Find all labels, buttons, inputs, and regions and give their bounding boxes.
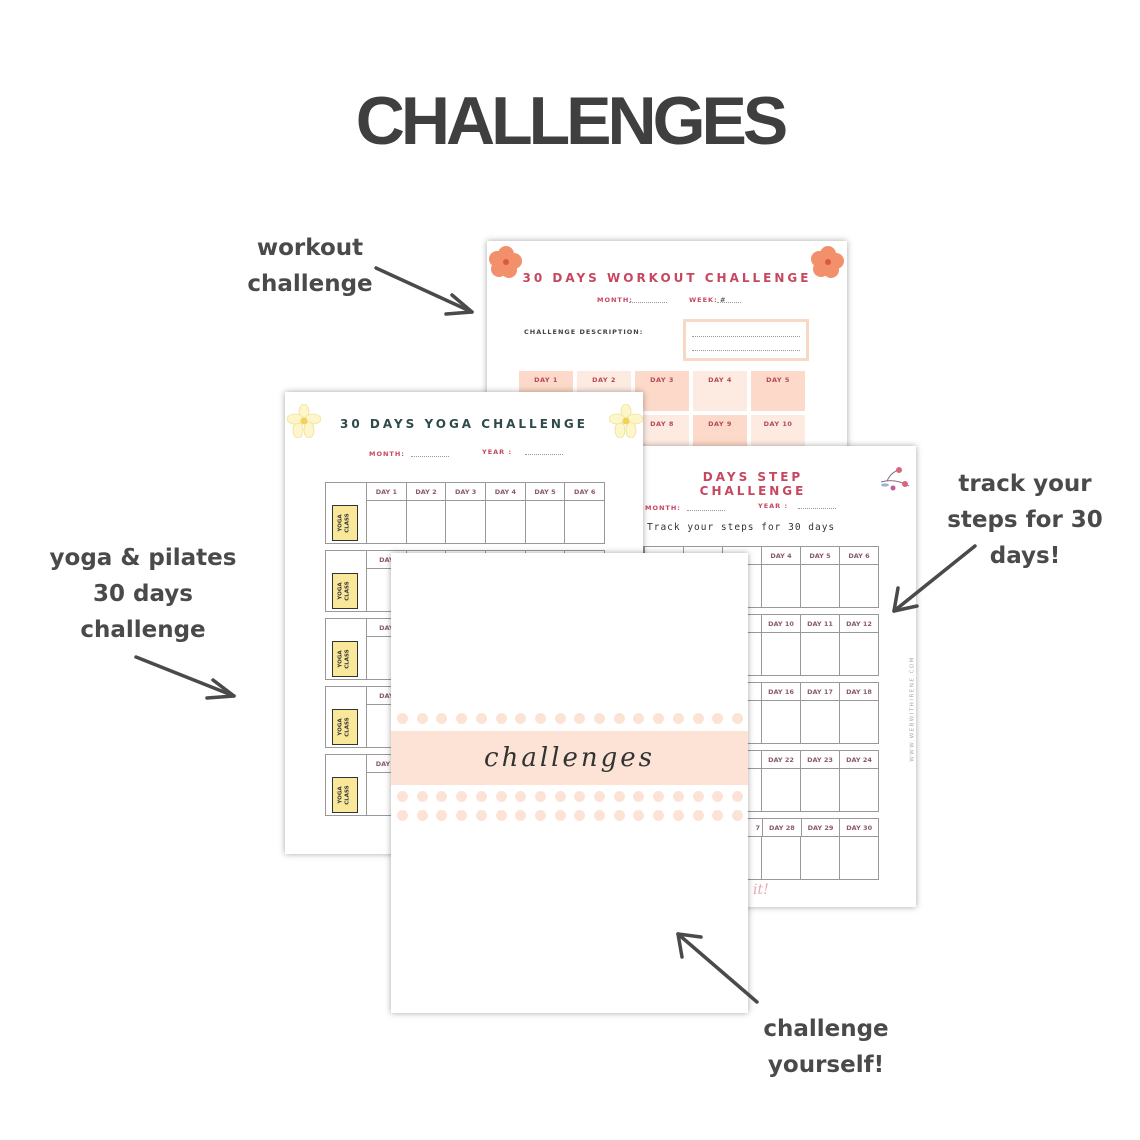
challenges-cover-sheet: challenges bbox=[391, 553, 748, 1013]
yoga-day-label: DAY 6 bbox=[564, 483, 604, 500]
step-day-label: DAY 6 bbox=[839, 547, 878, 564]
workout-description-label: CHALLENGE DESCRIPTION: bbox=[524, 328, 644, 336]
berry-branch-icon bbox=[880, 467, 910, 491]
flower-icon bbox=[811, 246, 844, 278]
step-month-line bbox=[687, 510, 725, 511]
page-title: CHALLENGES bbox=[355, 83, 788, 159]
yoga-day-label: DAY 4 bbox=[485, 483, 525, 500]
website-text: WWW.WEBWITHIRENE.COM bbox=[910, 656, 916, 762]
callout-yourself-line-2: yourself! bbox=[767, 1052, 885, 1078]
workout-day-cell[interactable]: DAY 5 bbox=[751, 371, 805, 411]
step-day-label: DAY 4 bbox=[761, 547, 800, 564]
step-title: DAYS STEP CHALLENGE bbox=[699, 470, 807, 498]
workout-week-mark: # bbox=[720, 296, 727, 304]
step-week-row: DAY 4 DAY 5 DAY 6 bbox=[643, 546, 879, 608]
yoga-day-label: DAY 2 bbox=[366, 755, 406, 772]
yoga-year-line bbox=[525, 454, 563, 455]
flower-icon bbox=[489, 246, 522, 278]
yoga-year-label: YEAR : bbox=[482, 448, 513, 456]
workout-week-line bbox=[717, 302, 741, 303]
yoga-day-label: DAY 5 bbox=[524, 483, 565, 500]
cover-band bbox=[391, 731, 748, 785]
yoga-day-label: DAY 1 bbox=[366, 483, 406, 500]
step-subtitle: Track your steps for 30 days bbox=[647, 522, 836, 533]
step-day-label: DAY 22 bbox=[761, 751, 800, 768]
callout-yourself-line-1: challenge bbox=[763, 1016, 889, 1042]
callout-yoga-line-1: yoga & pilates bbox=[49, 545, 237, 571]
callout-yoga-line-2: 30 days bbox=[93, 581, 193, 607]
dot-row bbox=[397, 791, 743, 803]
workout-month-line bbox=[629, 302, 667, 303]
yoga-day-label: DAY bbox=[366, 619, 406, 636]
plumeria-flower-icon bbox=[609, 404, 643, 438]
step-day-label: DAY 29 bbox=[800, 819, 840, 836]
callout-yoga: yoga & pilates 30 days challenge bbox=[40, 540, 246, 648]
workout-month-label: MONTH: bbox=[597, 296, 633, 304]
yoga-month-label: MONTH: bbox=[369, 450, 405, 458]
yoga-day-label: DAY 2 bbox=[405, 483, 446, 500]
yoga-month-line bbox=[411, 456, 449, 457]
step-day-label: DAY 17 bbox=[800, 683, 839, 700]
workout-day-cell[interactable]: DAY 4 bbox=[693, 371, 747, 411]
arrow-yoga-icon bbox=[134, 655, 236, 700]
step-day-label: DAY 5 bbox=[800, 547, 839, 564]
dot-row bbox=[397, 810, 743, 822]
cover-title: challenges bbox=[484, 743, 655, 773]
workout-description-box[interactable] bbox=[683, 319, 809, 361]
callout-steps-line-1: track your bbox=[958, 471, 1092, 497]
yoga-day-label: DAY bbox=[366, 687, 406, 704]
step-year-line bbox=[798, 508, 836, 509]
workout-title: 30 DAYS WORKOUT CHALLENGE bbox=[522, 271, 812, 285]
step-footer-script: it! bbox=[753, 882, 769, 898]
step-day-label: DAY 10 bbox=[761, 615, 800, 632]
yoga-day-label: DAY bbox=[366, 551, 406, 568]
arrow-workout-icon bbox=[374, 266, 474, 316]
callout-yoga-line-3: challenge bbox=[80, 617, 206, 643]
step-month-label: MONTH: bbox=[645, 504, 681, 512]
step-day-label: DAY 16 bbox=[761, 683, 800, 700]
step-day-label: DAY 12 bbox=[839, 615, 878, 632]
yoga-title: 30 DAYS YOGA CHALLENGE bbox=[340, 417, 588, 431]
yoga-day-label: DAY 3 bbox=[445, 483, 485, 500]
callout-steps-line-3: days! bbox=[989, 543, 1061, 569]
step-day-label: DAY 18 bbox=[839, 683, 878, 700]
step-day-label: DAY 30 bbox=[839, 819, 878, 836]
workout-day-cell[interactable]: DAY 3 bbox=[635, 371, 689, 411]
callout-workout: workout challenge bbox=[230, 230, 390, 302]
workout-week-label: WEEK: bbox=[689, 296, 718, 304]
callout-workout-line-2: challenge bbox=[247, 271, 373, 297]
callout-steps: track your steps for 30 days! bbox=[935, 466, 1115, 574]
yoga-week-row: DAY 1 DAY 2 DAY 3 DAY 4 DAY 5 DAY 6 YOGA… bbox=[325, 482, 605, 544]
callout-steps-line-2: steps for 30 bbox=[947, 507, 1103, 533]
step-day-label: DAY 28 bbox=[762, 819, 801, 836]
dot-row bbox=[397, 713, 743, 725]
step-day-label: DAY 23 bbox=[800, 751, 839, 768]
step-year-label: YEAR : bbox=[758, 502, 789, 510]
callout-workout-line-1: workout bbox=[256, 235, 364, 261]
step-day-label: DAY 24 bbox=[839, 751, 878, 768]
callout-yourself: challenge yourself! bbox=[740, 1011, 912, 1083]
plumeria-flower-icon bbox=[287, 404, 321, 438]
step-day-label: DAY 11 bbox=[800, 615, 839, 632]
